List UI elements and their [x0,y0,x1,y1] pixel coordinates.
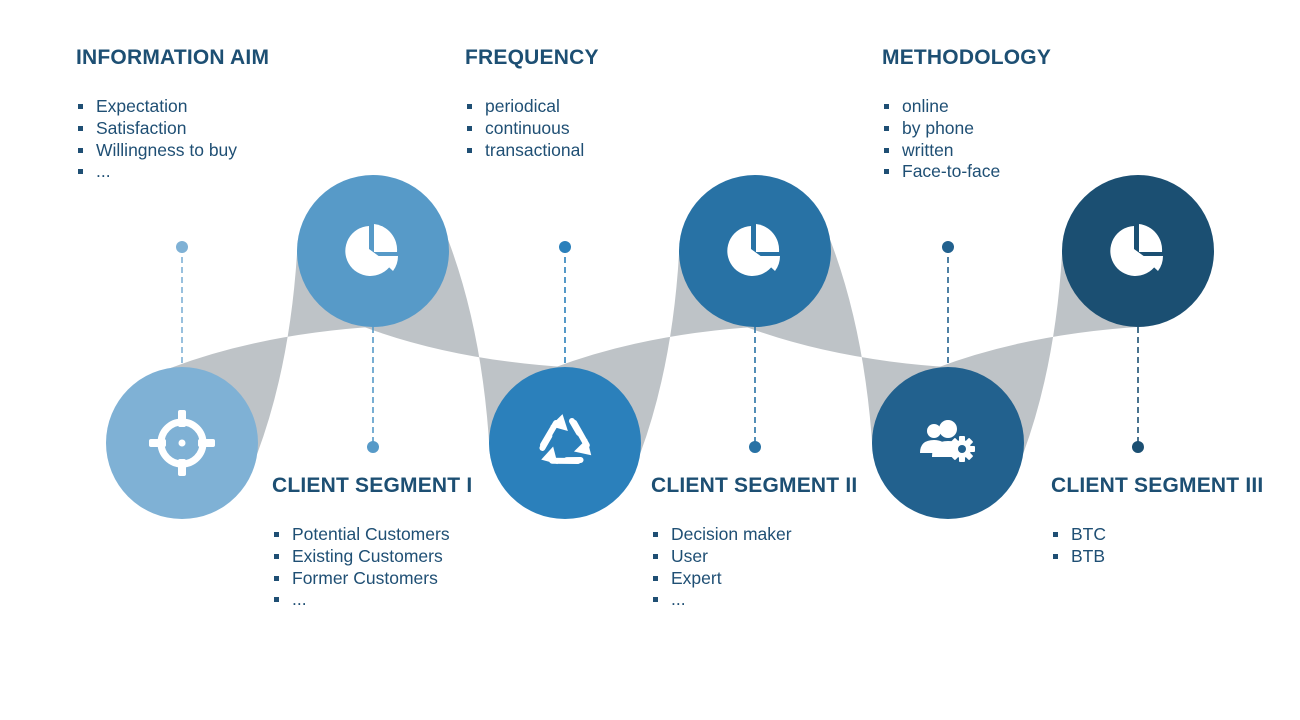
section-client-segment-2: CLIENT SEGMENT II Decision maker User Ex… [651,474,857,611]
section-title: CLIENT SEGMENT III [1051,474,1264,497]
list-item: ... [272,589,472,611]
section-information-aim: INFORMATION AIM Expectation Satisfaction… [76,46,269,183]
pie-chart-icon [345,224,398,276]
list-item: ... [76,161,269,183]
process-node [1062,175,1214,327]
connector-lines [176,241,1144,453]
section-list: periodical continuous transactional [465,96,599,161]
connector-dot [1132,441,1144,453]
process-node [872,367,1024,519]
node-circle [1062,175,1214,327]
list-item: Face-to-face [882,161,1051,183]
list-item: periodical [465,96,599,118]
list-item: Satisfaction [76,118,269,140]
connector-dot [942,241,954,253]
connector-dot [749,441,761,453]
list-item: Former Customers [272,568,472,590]
process-node [106,367,258,519]
list-item: User [651,546,857,568]
section-client-segment-3: CLIENT SEGMENT III BTC BTB [1051,474,1263,568]
section-title: METHODOLOGY [882,46,1052,69]
node-circle [679,175,831,327]
list-item: Existing Customers [272,546,472,568]
list-item: ... [651,589,857,611]
process-node [489,367,641,519]
section-client-segment-1: CLIENT SEGMENT I Potential Customers Exi… [272,474,472,611]
list-item: BTC [1051,524,1263,546]
section-title: INFORMATION AIM [76,46,270,69]
section-list: Decision maker User Expert ... [651,524,857,611]
section-methodology: METHODOLOGY online by phone written Face… [882,46,1051,183]
list-item: Expectation [76,96,269,118]
list-item: BTB [1051,546,1263,568]
list-item: online [882,96,1051,118]
section-list: BTC BTB [1051,524,1263,568]
list-item: transactional [465,140,599,162]
section-frequency: FREQUENCY periodical continuous transact… [465,46,599,161]
list-item: written [882,140,1051,162]
section-list: online by phone written Face-to-face [882,96,1051,183]
connector-dot [176,241,188,253]
process-node [679,175,831,327]
list-item: by phone [882,118,1051,140]
pie-chart-icon [727,224,780,276]
list-item: Potential Customers [272,524,472,546]
section-list: Expectation Satisfaction Willingness to … [76,96,269,183]
section-title: CLIENT SEGMENT II [651,474,858,497]
process-node [297,175,449,327]
node-circles [106,175,1214,519]
node-circle [489,367,641,519]
recycle-icon [539,414,592,465]
section-title: CLIENT SEGMENT I [272,474,473,497]
target-icon [149,410,215,476]
pie-chart-icon [1110,224,1163,276]
users-gear-icon [920,420,975,462]
connector-dot [559,241,571,253]
list-item: Willingness to buy [76,140,269,162]
node-circle [297,175,449,327]
list-item: continuous [465,118,599,140]
connector-dot [367,441,379,453]
list-item: Expert [651,568,857,590]
section-title: FREQUENCY [465,46,599,69]
list-item: Decision maker [651,524,857,546]
section-list: Potential Customers Existing Customers F… [272,524,472,611]
